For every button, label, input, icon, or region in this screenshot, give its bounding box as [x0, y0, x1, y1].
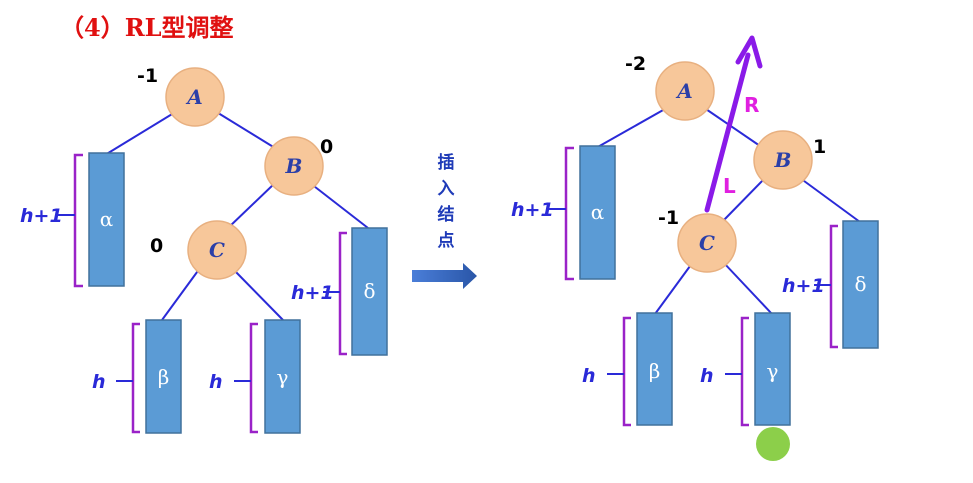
left-subtree-delta: δ [351, 227, 388, 356]
node-label: C [699, 231, 715, 255]
height-label-beta: h [582, 365, 596, 387]
insert-arrow-text: 插 入 结 点 [438, 152, 455, 251]
left-subtree-alpha: α [88, 152, 125, 287]
node-label: A [185, 85, 203, 109]
insert-arrow: 插 入 结 点 [412, 152, 477, 289]
height-label-delta: h+1 [291, 282, 334, 304]
balance-factor-B: 0 [320, 136, 333, 158]
height-label-gamma: h [209, 371, 223, 393]
subtree-label: γ [767, 359, 779, 383]
height-label-delta: h+1 [782, 275, 825, 297]
subtree-label: β [649, 359, 661, 383]
arrow-char: 入 [438, 179, 455, 199]
balance-factor-A: -1 [137, 65, 158, 87]
right-edges [595, 104, 861, 315]
left-height-ticks [58, 214, 340, 382]
left-subtree-beta: β [145, 319, 182, 434]
left-node-A: A [165, 67, 225, 127]
node-label: B [285, 154, 303, 178]
height-label-alpha: h+1 [511, 199, 554, 221]
rotation-label-l: L [723, 174, 736, 198]
inserted-node [756, 427, 790, 461]
arrow-head-icon [735, 35, 763, 69]
subtree-label: β [158, 365, 170, 389]
rotation-arrow [704, 35, 763, 213]
right-subtree-gamma: γ [754, 312, 791, 426]
node-label: C [209, 238, 225, 262]
node-label: A [675, 79, 693, 103]
right-arrow-icon [412, 263, 477, 289]
left-node-B: B [264, 136, 324, 196]
right-subtree-alpha: α [579, 145, 616, 280]
balance-factor-C: -1 [658, 207, 679, 229]
left-subtree-gamma: γ [264, 319, 301, 434]
left-height-brackets [73, 153, 347, 434]
subtree-label: δ [854, 272, 866, 296]
page-title: （4）RL型调整 [60, 13, 234, 42]
right-height-ticks [549, 208, 831, 375]
balance-factor-C: 0 [150, 235, 163, 257]
height-label-beta: h [92, 371, 106, 393]
subtree-label: γ [277, 365, 289, 389]
right-node-C: C [677, 213, 737, 273]
subtree-label: δ [363, 279, 375, 303]
subtree-label: α [591, 200, 605, 224]
arrow-char: 结 [438, 204, 455, 225]
left-tree: α β γ δ h+1 h h h+1 [20, 65, 388, 434]
balance-factor-A: -2 [625, 53, 646, 75]
balance-factor-B: 1 [813, 136, 826, 158]
right-subtree-delta: δ [842, 220, 879, 349]
right-node-B: B [753, 130, 813, 190]
arrow-char: 插 [438, 152, 455, 173]
rotation-label-r: R [744, 93, 759, 117]
height-label-gamma: h [700, 365, 714, 387]
height-label-alpha: h+1 [20, 205, 63, 227]
subtree-label: α [100, 207, 114, 231]
node-label: B [774, 148, 792, 172]
left-node-C: C [187, 220, 247, 280]
right-node-A: A [655, 61, 715, 121]
right-tree: α β γ δ h+1 h h h+1 [511, 35, 879, 461]
right-subtree-beta: β [636, 312, 673, 426]
right-height-brackets [564, 146, 838, 427]
arrow-char: 点 [438, 230, 455, 251]
left-edges [104, 107, 369, 321]
